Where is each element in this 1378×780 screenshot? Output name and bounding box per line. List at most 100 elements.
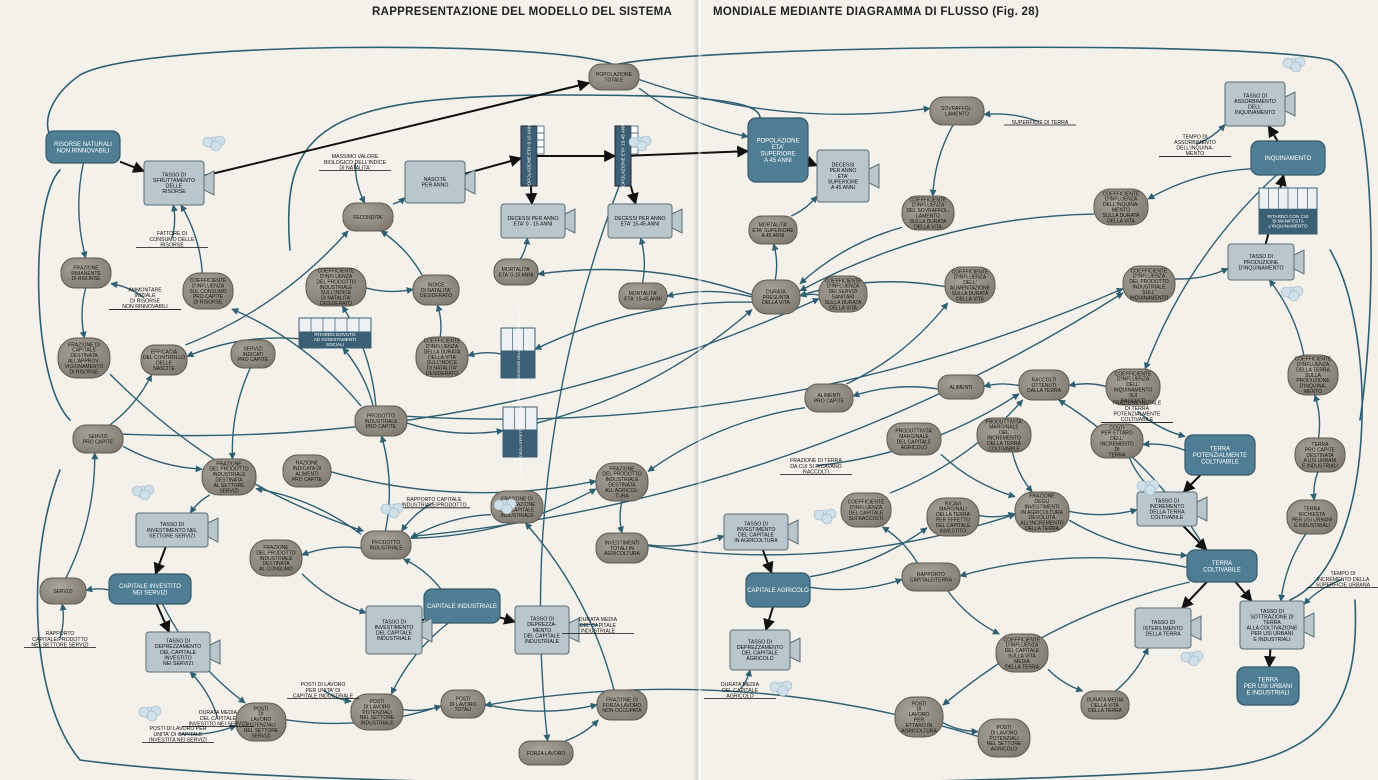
- level-inquinamento: INQUINAMENTO: [1250, 140, 1326, 176]
- auxiliary-oval: [618, 282, 668, 310]
- delay-label: RITARDO DI PERCEZIONE DELLA DURATA DELLA…: [516, 307, 521, 411]
- valve-icon: [209, 639, 221, 665]
- information-link: [942, 722, 979, 736]
- cloud-icon: [380, 502, 404, 519]
- auxiliary-oval: [342, 202, 394, 232]
- information-link: [942, 581, 1191, 706]
- delay-band: [1259, 208, 1317, 234]
- information-link: [390, 622, 449, 695]
- cloud-puff: [1188, 655, 1200, 667]
- information-link: [1313, 394, 1321, 439]
- information-link: [330, 471, 597, 494]
- information-link: [799, 213, 1095, 292]
- information-link: [436, 304, 443, 338]
- information-link: [799, 226, 903, 285]
- auxiliary-oval: [235, 702, 287, 742]
- auxiliary-oval: [977, 718, 1031, 758]
- information-links: [36, 46, 1372, 780]
- auxiliary-oval: [804, 383, 854, 413]
- information-link: [739, 669, 752, 690]
- information-link: [342, 347, 374, 407]
- auxiliary-oval: [230, 339, 276, 369]
- material-flow: [1182, 525, 1208, 551]
- information-link: [647, 534, 725, 547]
- valve-icon: [464, 169, 476, 195]
- feedback-loop: [37, 169, 71, 421]
- material-flow: [525, 185, 538, 206]
- level-box: [747, 117, 809, 183]
- information-link: [666, 290, 753, 299]
- information-link: [354, 162, 366, 204]
- material-flow: [630, 145, 750, 158]
- auxiliary-oval: [1090, 423, 1144, 459]
- information-link: [772, 243, 779, 281]
- cloud-icon: [1136, 479, 1160, 496]
- age-cell: [536, 125, 545, 134]
- information-link: [323, 689, 352, 704]
- auxiliary-alimenti: ALIMENTI: [937, 374, 985, 400]
- valve-icon: [568, 617, 580, 643]
- information-link: [1268, 279, 1305, 356]
- auxiliary-oval: [1018, 369, 1070, 401]
- auxiliary-oval: [493, 258, 539, 286]
- level-box: [423, 588, 501, 624]
- auxiliary-oval: [182, 272, 234, 310]
- cloud-icon: [1180, 650, 1204, 667]
- cloud-icon: [813, 508, 837, 525]
- information-link: [790, 195, 818, 217]
- information-link: [536, 309, 753, 424]
- population-label: POPOLAZIONE ETA' 0-15 ANNI: [527, 124, 532, 189]
- information-link: [59, 603, 67, 639]
- information-link: [401, 502, 434, 532]
- population-level: [520, 125, 538, 187]
- information-link: [1174, 267, 1229, 280]
- material-flow: [627, 185, 639, 206]
- information-link: [983, 110, 1040, 123]
- auxiliary-sovraff: SOVRAFFOL-LAMENTO: [929, 96, 985, 126]
- cloud-icon: [493, 498, 517, 515]
- information-link: [1303, 578, 1343, 605]
- auxiliary-oval: [748, 215, 798, 245]
- level-box: [1250, 140, 1326, 176]
- information-link: [1195, 123, 1226, 145]
- cloud-puff: [636, 140, 648, 152]
- auxiliary-oval: [1093, 188, 1149, 226]
